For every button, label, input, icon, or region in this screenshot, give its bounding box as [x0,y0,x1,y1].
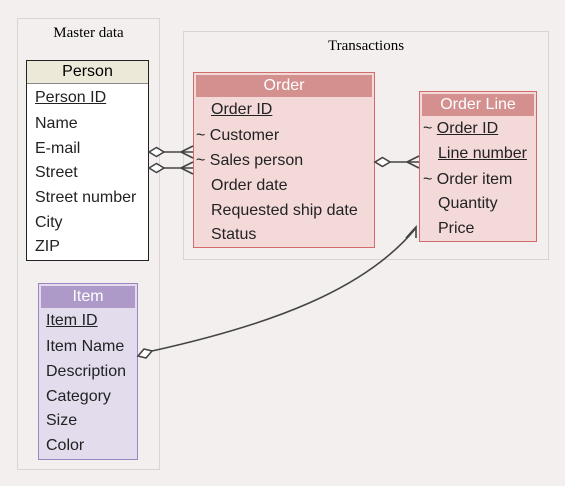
entity-item[interactable]: Item Item ID Item Name Description Categ… [38,283,138,460]
entity-order-name: Order [196,75,372,97]
entity-person-name: Person [27,61,148,84]
link-person-to-order-sales-person-diamond [147,162,166,174]
person-field-street-number: Street number [35,189,137,206]
item-field-item-name: Item Name [46,338,125,355]
item-field-description: Description [46,363,127,380]
link-person-to-order-customer-diamond [147,146,166,158]
order-line-field-order-id-text: ~ Order ID [423,120,499,137]
link-person-to-order-customer-crowfoot [180,145,194,159]
person-field-city: City [35,214,63,231]
order-field-customer: ~ Customer [196,127,280,144]
item-field-item-id: Item ID [46,312,98,329]
person-field-street: Street [35,164,78,181]
link-item-to-order-line-arrow [405,224,417,239]
order-line-field-line-number: Line number [438,145,527,162]
order-field-order-id: Order ID [211,101,273,118]
order-line-field-quantity: Quantity [438,195,498,212]
order-field-order-date: Order date [211,177,288,194]
entity-item-name: Item [41,286,135,308]
entity-order-line[interactable]: Order Line ~ Order ID Line number ~ Orde… [419,91,537,242]
person-field-person-id: Person ID [35,89,107,106]
group-master-data-title: Master data [53,25,124,41]
order-line-field-price: Price [438,220,475,237]
link-person-to-order-sales-person-crowfoot [180,161,194,175]
order-field-requested-ship-date: Requested ship date [211,202,358,219]
entity-person[interactable]: Person Person ID Name E-mail Street Stre… [26,60,149,261]
person-field-email: E-mail [35,140,81,157]
entity-order[interactable]: Order Order ID ~ Customer ~ Sales person… [193,72,375,248]
order-line-field-order-item: ~ Order item [423,171,513,188]
link-item-to-order-line-diamond [136,348,154,359]
person-field-name: Name [35,115,78,132]
order-line-field-order-id: ~ Order ID [423,120,498,138]
entity-order-line-name: Order Line [422,94,534,116]
link-order-to-order-line-crowfoot [406,155,420,169]
order-field-sales-person: ~ Sales person [196,152,304,169]
item-field-color: Color [46,437,85,454]
link-item-to-order-line [151,227,417,352]
link-order-to-order-line-diamond [373,156,392,168]
order-field-status: Status [211,226,257,243]
person-field-zip: ZIP [35,238,60,255]
item-field-category: Category [46,388,111,405]
item-field-size: Size [46,412,78,429]
group-transactions-title: Transactions [327,38,405,54]
